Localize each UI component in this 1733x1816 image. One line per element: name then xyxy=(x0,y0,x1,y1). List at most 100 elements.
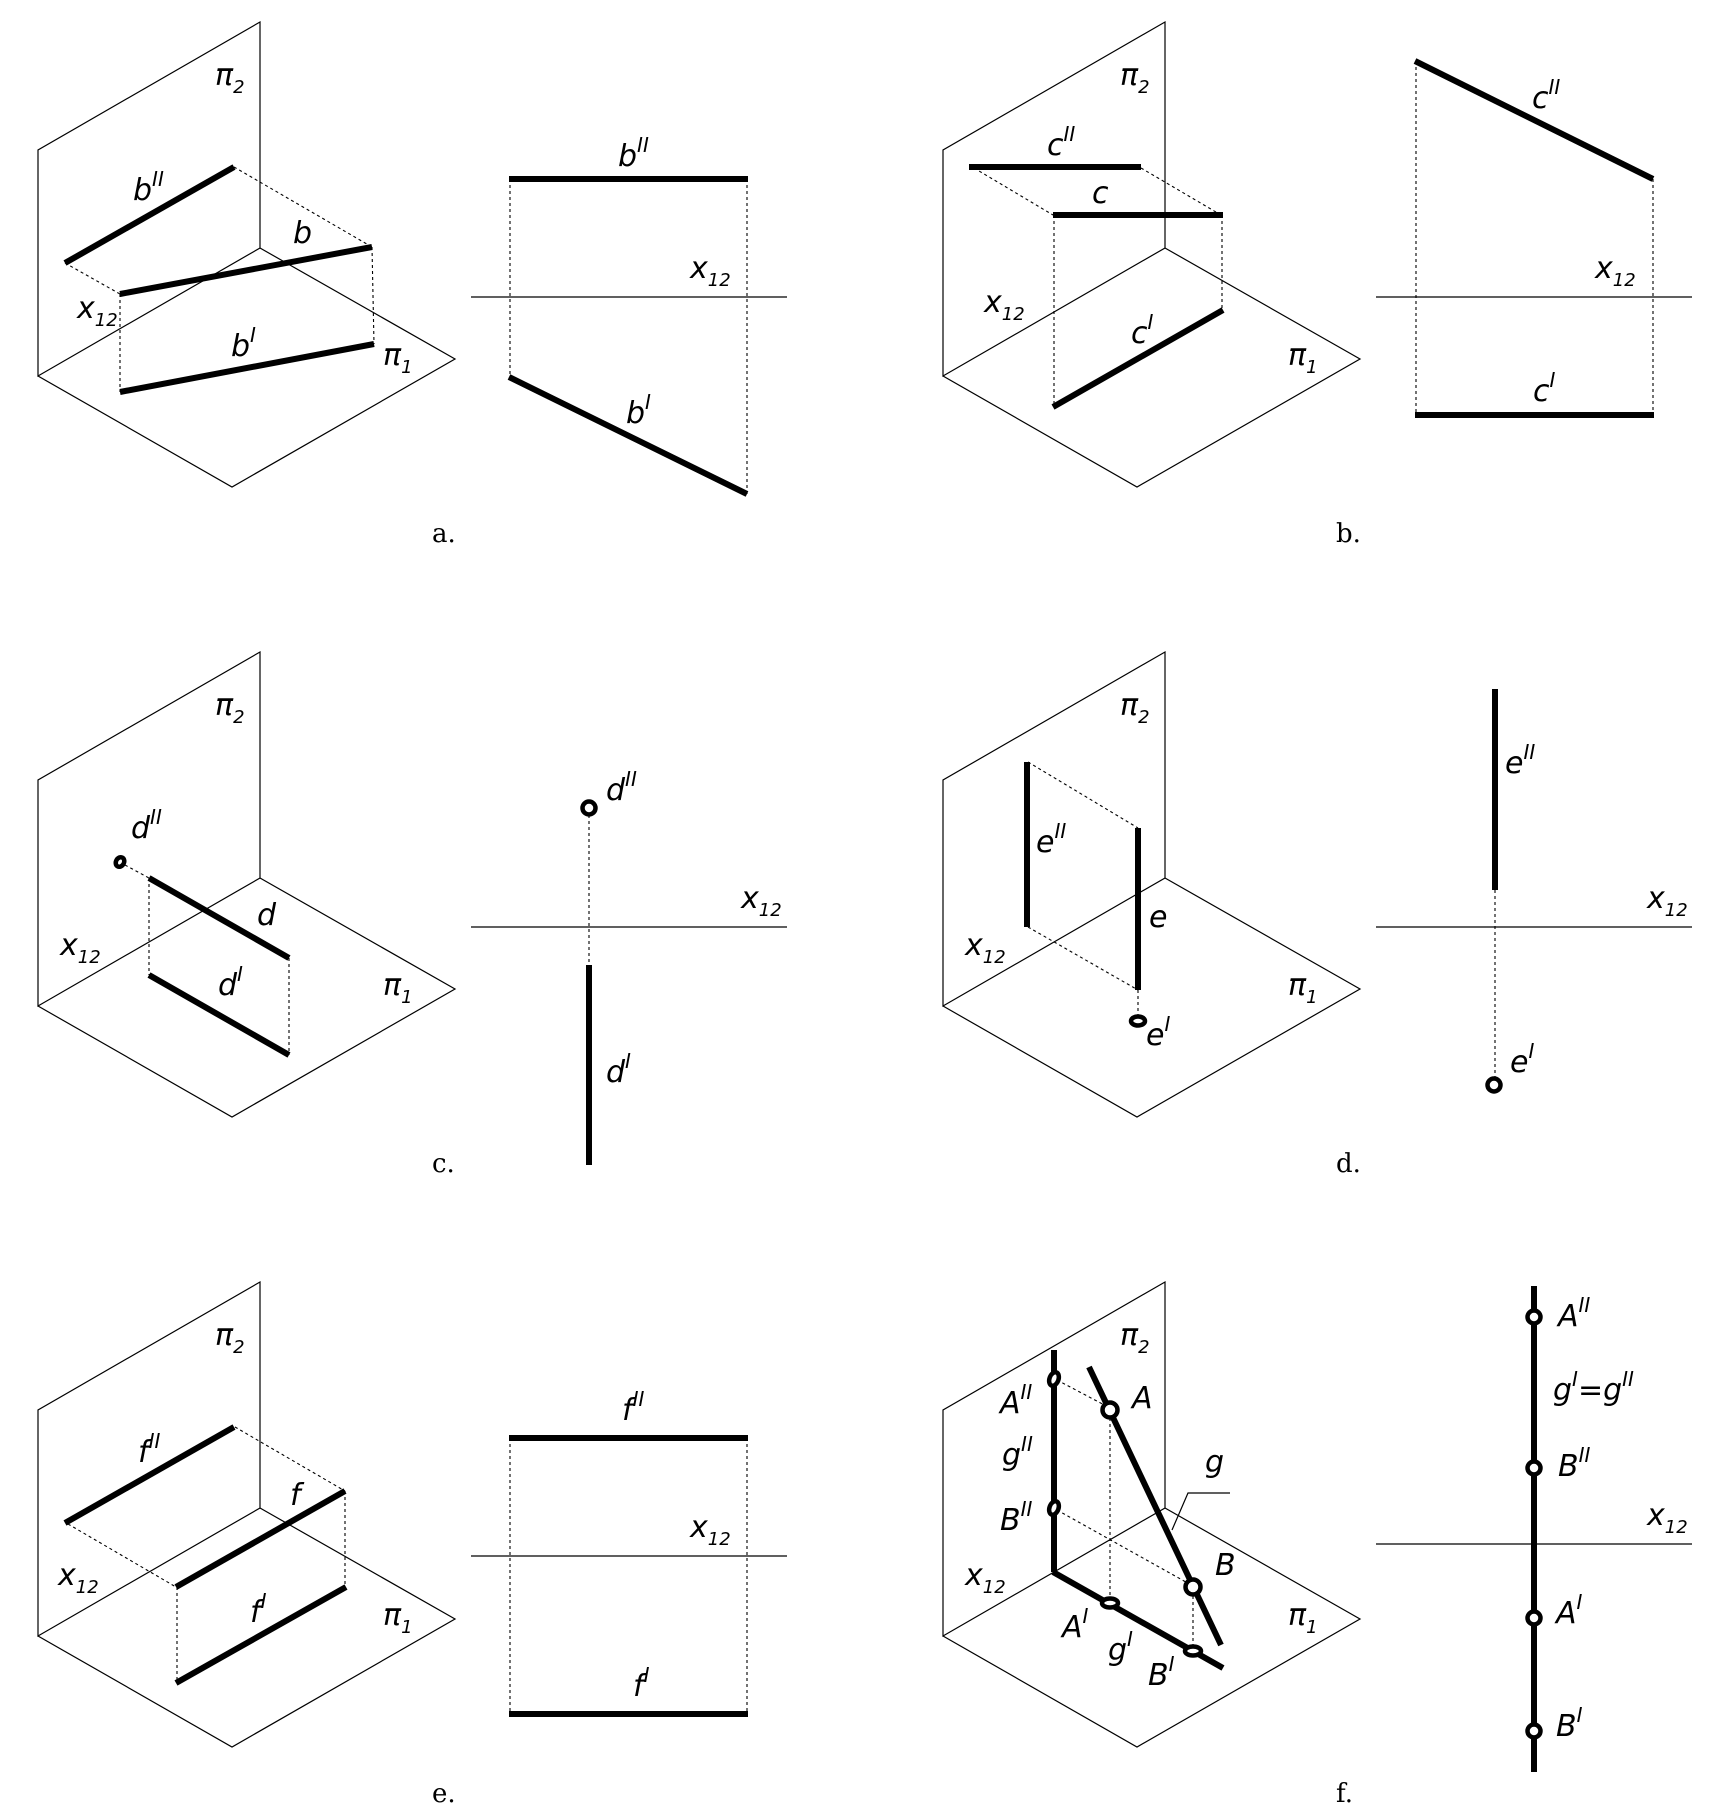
label-e: e xyxy=(1149,900,1167,935)
panel-c-orthographic: dII x12 dI xyxy=(471,767,787,1165)
label-B-front: BII xyxy=(1000,1497,1032,1538)
point-A-top-projection xyxy=(1099,1596,1121,1610)
point-d-front-projection xyxy=(113,854,127,870)
label-c-front: cII xyxy=(1047,122,1075,163)
line-b-top-projection xyxy=(119,341,375,395)
label-d: d xyxy=(257,898,277,933)
ortho-label-b-front: bII xyxy=(618,133,649,174)
ortho-x12-label: x12 xyxy=(1646,1498,1688,1538)
line-d-top-projection xyxy=(147,972,291,1058)
ortho-x12-label: x12 xyxy=(689,251,731,291)
label-f-top: fI xyxy=(250,1589,267,1630)
ortho-label-e-front: eII xyxy=(1505,740,1535,781)
panel-e-orthographic: fII x12 fI xyxy=(471,1387,787,1717)
ortho-label-c-front: cII xyxy=(1532,75,1560,116)
panel-f: π2 π1 x12 AII gII BII A g B AI gI BI AII… xyxy=(942,1281,1692,1809)
ortho-label-A-top: AI xyxy=(1554,1590,1583,1631)
label-b-front: bII xyxy=(133,167,164,208)
line-f-front-projection xyxy=(63,1424,236,1526)
label-e-front: eII xyxy=(1036,819,1066,860)
ortho-label-f-top: fI xyxy=(633,1663,650,1704)
panel-b: π2 π1 x12 cII c cI cII x12 cI b. xyxy=(942,21,1692,549)
label-B-top: BI xyxy=(1148,1652,1175,1693)
label-f: f xyxy=(290,1478,305,1513)
projection-planes xyxy=(942,21,1361,488)
projection-connector-line xyxy=(233,166,373,248)
x12-label: x12 xyxy=(76,291,118,331)
panel-b-orthographic: cII x12 cI xyxy=(1376,58,1692,418)
label-g-top: gI xyxy=(1108,1627,1133,1668)
projection-connector-line xyxy=(1027,761,1139,829)
label-A: A xyxy=(1130,1381,1153,1416)
projection-connector-line xyxy=(1056,1509,1194,1587)
ortho-x12-label: x12 xyxy=(1646,881,1688,921)
pi2-label: π2 xyxy=(1120,688,1150,728)
projection-planes xyxy=(37,651,456,1118)
panel-c-isometric xyxy=(37,651,456,1118)
ortho-equation: gI=gII xyxy=(1553,1367,1634,1408)
point-B-top-projection xyxy=(1525,1722,1543,1740)
label-e-top: eI xyxy=(1146,1012,1170,1053)
label-f-front: fII xyxy=(138,1429,160,1470)
pi1-label: π1 xyxy=(1288,338,1318,378)
pi1-label: π1 xyxy=(383,968,413,1008)
panel-d-orthographic: eII x12 eI xyxy=(1376,689,1692,1094)
c-front-projection xyxy=(1413,58,1655,182)
ortho-label-d-front: dII xyxy=(606,767,637,808)
point-B-front-projection xyxy=(1525,1459,1543,1477)
point-A-front-projection xyxy=(1525,1308,1543,1326)
label-B: B xyxy=(1215,1548,1236,1583)
projection-connector-line xyxy=(973,167,1054,216)
point-B-top-projection xyxy=(1182,1644,1204,1658)
projection-connector-line xyxy=(1027,926,1139,991)
point-B xyxy=(1183,1577,1203,1597)
point-A-top-projection xyxy=(1525,1609,1543,1627)
panel-a-isometric: π2 π1 x12 bII b bI xyxy=(37,21,456,488)
pi2-label: π2 xyxy=(215,1318,245,1358)
ortho-label-c-top: cI xyxy=(1533,368,1556,409)
x12-label: x12 xyxy=(59,928,101,968)
pi2-label: π2 xyxy=(215,688,245,728)
projection-connector-line xyxy=(371,246,375,345)
caption-d: d. xyxy=(1336,1149,1361,1179)
line-c-top-projection xyxy=(1051,307,1225,410)
caption-b: b. xyxy=(1336,519,1361,549)
caption-f: f. xyxy=(1336,1779,1353,1809)
point-B-front-projection xyxy=(1046,1498,1062,1518)
projection-planes xyxy=(37,1281,456,1748)
ortho-x12-label: x12 xyxy=(1594,251,1636,291)
panel-a: π2 π1 x12 bII b bI bII x12 bI a. xyxy=(37,21,787,549)
panel-a-orthographic: bII x12 bI xyxy=(471,133,787,497)
panel-f-orthographic: AII gI=gII BII x12 AI BI xyxy=(1376,1286,1692,1772)
label-A-top: AI xyxy=(1060,1604,1089,1645)
x12-label: x12 xyxy=(983,285,1025,325)
label-A-front: AII xyxy=(998,1380,1032,1421)
ortho-x12-label: x12 xyxy=(689,1510,731,1550)
panel-b-isometric xyxy=(942,21,1361,488)
pi1-label: π1 xyxy=(383,1598,413,1638)
ortho-label-b-top: bI xyxy=(626,390,651,431)
label-b-top: bI xyxy=(231,323,256,364)
pi2-label: π2 xyxy=(215,58,245,98)
label-g-front: gII xyxy=(1002,1432,1033,1473)
pi2-label: π2 xyxy=(1120,1318,1150,1358)
projection-connector-line xyxy=(64,262,121,295)
point-d-front-projection xyxy=(580,799,598,817)
ortho-label-e-top: eI xyxy=(1510,1039,1534,1080)
point-e-top-projection xyxy=(1128,1014,1148,1028)
ortho-label-f-front: fII xyxy=(622,1387,644,1428)
pi1-label: π1 xyxy=(1288,968,1318,1008)
line-f-top-projection xyxy=(174,1584,348,1686)
line-b-front-projection xyxy=(63,164,236,266)
caption-c: c. xyxy=(432,1149,455,1179)
g-leader-line xyxy=(1171,1492,1230,1531)
caption-a: a. xyxy=(432,519,456,549)
ortho-label-B-front: BII xyxy=(1558,1443,1590,1484)
panel-c: π2 π1 x12 dII d dI dII x12 dI c. xyxy=(37,651,787,1179)
panel-d: π2 π1 x12 eII e eI eII x12 eI d. xyxy=(942,651,1692,1179)
x12-label: x12 xyxy=(964,1558,1006,1598)
caption-e: e. xyxy=(432,1779,456,1809)
pi1-label: π1 xyxy=(383,338,413,378)
pi1-label: π1 xyxy=(1288,1598,1318,1638)
